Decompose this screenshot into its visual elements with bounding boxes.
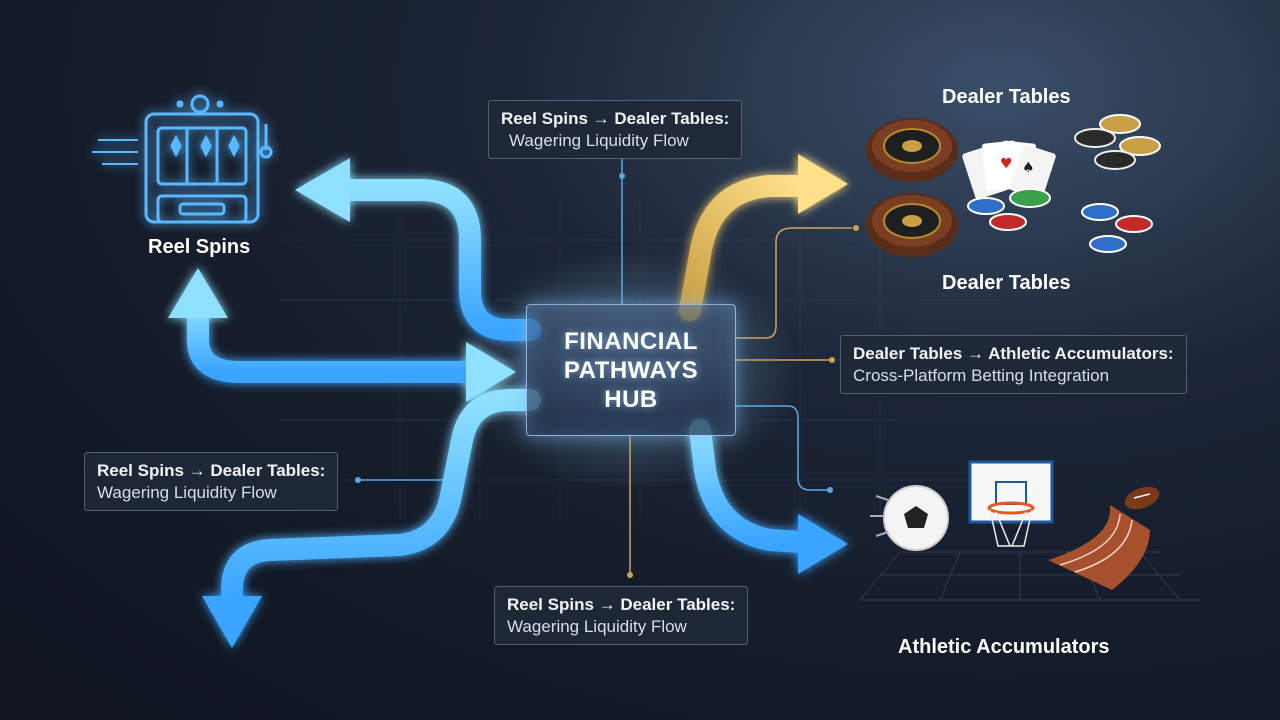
flow-arrowhead-reel-spins-up (168, 268, 228, 318)
flow-arrow-reel-spins-top (334, 179, 541, 341)
callout-subtitle: Cross-Platform Betting Integration (853, 366, 1110, 385)
basketball-hoop-icon (968, 460, 1054, 547)
node-label-dealer-tables-top: Dealer Tables (942, 86, 1071, 108)
callout-top: Reel Spins → Dealer Tables: Wagering Liq… (488, 100, 743, 159)
hub-title: FINANCIAL PATHWAYS HUB (563, 327, 699, 413)
svg-text:♥: ♥ (1000, 156, 1013, 172)
slot-machine-icon (92, 94, 273, 224)
running-track-icon (1048, 505, 1150, 590)
flow-arrowhead-reel-spins-top (295, 158, 350, 222)
node-label-dealer-tables-bottom: Dealer Tables (942, 272, 1071, 294)
node-label-reel-spins: Reel Spins (148, 236, 251, 258)
flow-arrow-hub-down-left (221, 389, 541, 611)
callout-title: Reel Spins → Dealer Tables: (97, 461, 326, 480)
callout-bottom: Reel Spins → Dealer Tables: Wagering Liq… (494, 586, 749, 645)
flow-arrowhead-to-hub (466, 342, 516, 402)
flow-arrows (168, 154, 848, 648)
poker-chips-icon (967, 114, 1161, 253)
callout-left: Reel Spins → Dealer Tables: Wagering Liq… (84, 452, 339, 511)
flow-arrowhead-dealer-tables (798, 154, 848, 214)
svg-text:♠: ♠ (1022, 160, 1035, 176)
callout-subtitle: Wagering Liquidity Flow (507, 617, 687, 636)
callout-subtitle: Wagering Liquidity Flow (509, 131, 689, 150)
callout-title: Reel Spins → Dealer Tables: (507, 595, 736, 614)
callout-title: Dealer Tables → Athletic Accumulators: (853, 344, 1174, 363)
callout-right: Dealer Tables → Athletic Accumulators: C… (840, 335, 1187, 394)
athletic-floor-grid (859, 551, 1200, 601)
flow-arrow-reel-spins-loop (187, 294, 481, 383)
playing-cards-icon: ♥ ♠ (962, 140, 1056, 200)
american-football-icon (1124, 486, 1160, 510)
roulette-wheel-icon (866, 118, 958, 257)
flow-arrowhead-athletic (798, 514, 848, 574)
financial-pathways-hub: FINANCIAL PATHWAYS HUB (526, 304, 736, 436)
node-label-athletic-accumulators: Athletic Accumulators (898, 636, 1110, 658)
flow-arrow-to-athletic (689, 419, 811, 553)
flow-arrow-to-dealer-tables (679, 175, 811, 321)
callout-title: Reel Spins → Dealer Tables: (501, 109, 730, 128)
flow-arrowhead-down-left (202, 596, 262, 648)
soccer-ball-icon (870, 485, 949, 551)
callout-subtitle: Wagering Liquidity Flow (97, 483, 277, 502)
callout-connectors (355, 158, 859, 578)
